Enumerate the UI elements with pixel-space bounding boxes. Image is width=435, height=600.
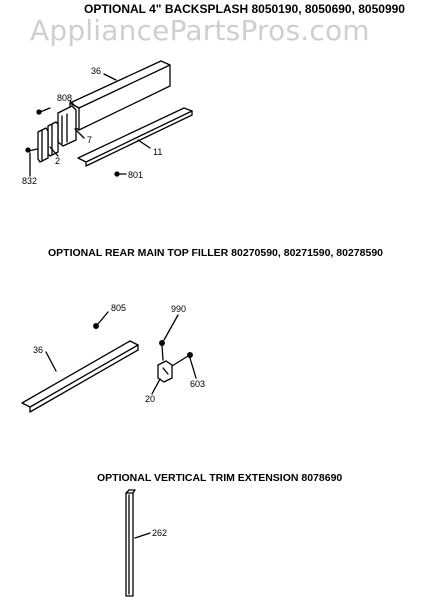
callout-36-filler: 36 bbox=[33, 345, 43, 355]
bracket-7 bbox=[47, 105, 77, 157]
callout-20: 20 bbox=[145, 394, 155, 404]
bracket-20 bbox=[157, 360, 173, 383]
screw-603 bbox=[171, 352, 193, 367]
callout-2: 2 bbox=[55, 156, 60, 166]
trim-strip-11 bbox=[77, 107, 193, 167]
screw-801 bbox=[114, 171, 127, 177]
leader-20 bbox=[151, 378, 161, 395]
leader-262 bbox=[134, 532, 151, 539]
callout-11: 11 bbox=[153, 147, 162, 157]
leader-808 bbox=[69, 100, 76, 107]
section-title-backsplash: OPTIONAL 4" BACKSPLASH 8050190, 8050690,… bbox=[84, 2, 405, 16]
leader-7 bbox=[74, 128, 85, 139]
callout-7: 7 bbox=[87, 135, 92, 145]
callout-832: 832 bbox=[22, 176, 37, 186]
leader-990 bbox=[163, 314, 179, 341]
screw-832 bbox=[25, 147, 38, 153]
leader-11 bbox=[137, 139, 151, 149]
watermark: AppliancePartsPros.com bbox=[30, 14, 370, 47]
callout-603: 603 bbox=[190, 379, 205, 389]
leader-36b bbox=[45, 351, 57, 372]
callout-805: 805 bbox=[111, 303, 126, 313]
screw-990 bbox=[159, 340, 165, 361]
leader-2 bbox=[49, 146, 59, 157]
screw-808 bbox=[36, 107, 51, 115]
callout-808: 808 bbox=[57, 93, 72, 103]
backsplash-panel-36 bbox=[69, 60, 171, 131]
leader-805 bbox=[97, 311, 109, 325]
filler-strip-36 bbox=[21, 340, 139, 413]
bracket-2 bbox=[37, 127, 49, 163]
leader-36a bbox=[103, 73, 117, 81]
screw-805 bbox=[93, 323, 99, 329]
section-title-rear-filler: OPTIONAL REAR MAIN TOP FILLER 80270590, … bbox=[48, 247, 383, 259]
vertical-trim-262 bbox=[125, 489, 136, 597]
leader-603 bbox=[189, 357, 197, 379]
section-title-vertical-trim: OPTIONAL VERTICAL TRIM EXTENSION 8078690 bbox=[97, 472, 343, 484]
callout-801: 801 bbox=[128, 170, 143, 180]
callout-990: 990 bbox=[171, 304, 186, 314]
callout-36-backsplash: 36 bbox=[91, 66, 101, 76]
callout-262: 262 bbox=[152, 528, 167, 538]
